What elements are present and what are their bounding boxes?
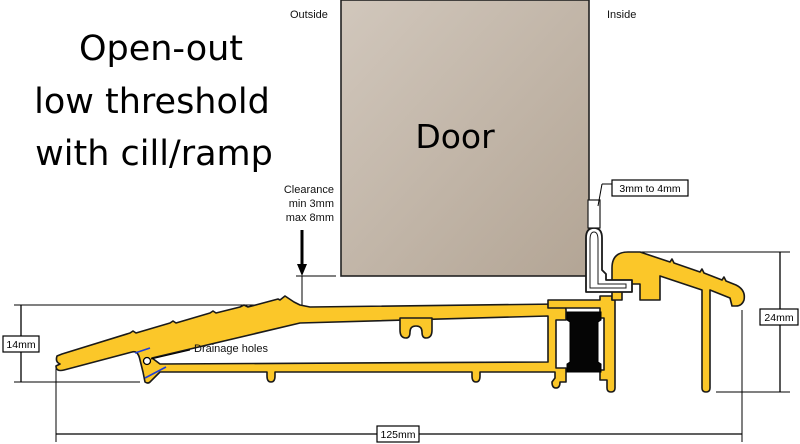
total-width-label: 125mm <box>380 429 415 441</box>
seal-gap-label: 3mm to 4mm <box>619 183 681 195</box>
drainage-hole-icon <box>142 356 152 366</box>
clearance-annotation: Clearance min 3mm max 8mm <box>284 184 336 306</box>
seal-gap-callout: 3mm to 4mm <box>597 179 689 207</box>
threshold-nose <box>611 251 746 393</box>
door-seal-inner <box>589 231 627 289</box>
drainage-leader <box>150 349 191 360</box>
door-label: Door <box>415 117 495 156</box>
clearance-line-1: Clearance <box>284 184 334 196</box>
threshold-height-dimension: 24mm <box>632 251 799 393</box>
screw-boss <box>399 317 433 339</box>
ramp-height-label: 14mm <box>6 339 35 351</box>
inside-label: Inside <box>607 9 636 21</box>
ramp-height-box <box>2 335 40 353</box>
gasket-block <box>566 311 602 373</box>
ramp-height-dimension: 14mm <box>2 304 296 383</box>
clearance-line-2: min 3mm <box>289 198 334 210</box>
drainage-annotation: Drainage holes <box>134 343 268 379</box>
clearance-line-3: max 8mm <box>286 212 334 224</box>
threshold-height-box <box>759 308 799 326</box>
door: Door <box>340 0 590 277</box>
door-panel <box>340 0 590 277</box>
title-line-1: Open-out <box>79 29 243 69</box>
clearance-arrow-icon <box>297 264 307 276</box>
seal-gap-box <box>611 179 689 197</box>
title-line-3: with cill/ramp <box>35 134 273 174</box>
threshold-profile <box>55 199 746 393</box>
diagram-title: Open-out low threshold with cill/ramp <box>34 29 273 174</box>
seal-carrier <box>587 199 601 229</box>
title-line-2: low threshold <box>34 82 270 122</box>
threshold-height-label: 24mm <box>764 312 793 324</box>
total-width-box <box>376 425 420 443</box>
drainage-label: Drainage holes <box>194 343 268 355</box>
drainage-marker-lower <box>144 366 167 379</box>
outside-label: Outside <box>290 9 328 21</box>
drainage-marker-upper <box>134 347 151 354</box>
total-width-dimension: 125mm <box>55 310 743 443</box>
